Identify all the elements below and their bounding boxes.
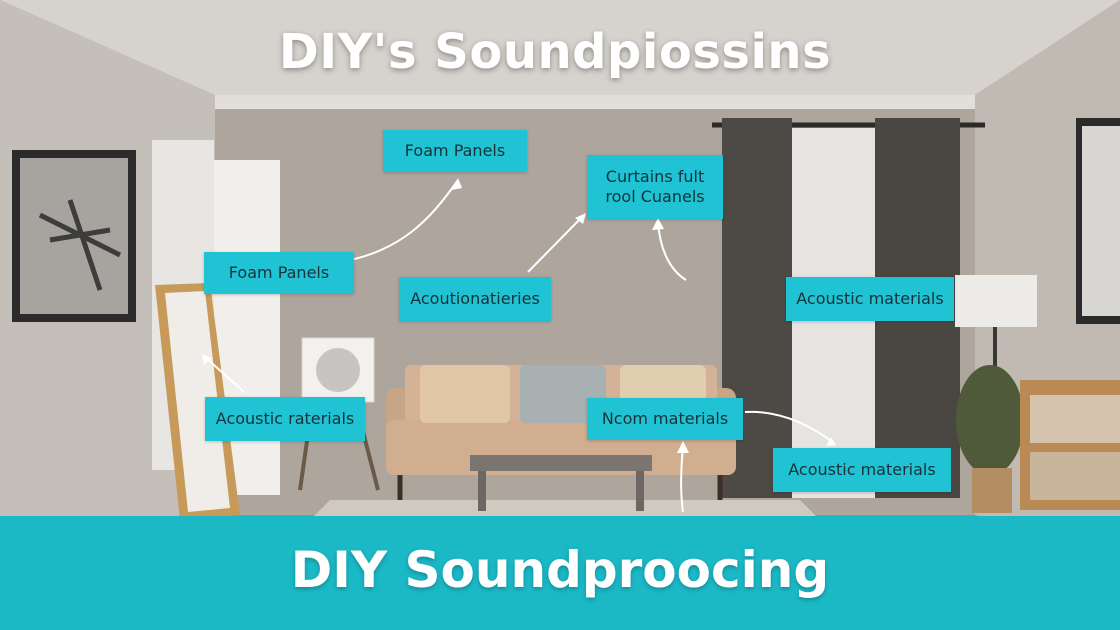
label-acoustic-bottom-right: Acoustic materials bbox=[773, 448, 951, 492]
right-painting-canvas bbox=[1082, 126, 1120, 316]
label-foam-panels-left: Foam Panels bbox=[204, 252, 354, 294]
arrowhead bbox=[452, 178, 462, 190]
arrow bbox=[657, 221, 687, 281]
arrow bbox=[203, 355, 245, 393]
arrowhead bbox=[677, 441, 689, 453]
label-acoustic-right: Acoustic materials bbox=[786, 277, 954, 321]
pillow bbox=[420, 365, 510, 423]
arrowhead bbox=[652, 218, 664, 230]
small-picture-art bbox=[316, 348, 360, 392]
pillow bbox=[520, 365, 606, 423]
arrow bbox=[527, 214, 585, 273]
shelf-compartment bbox=[1030, 452, 1120, 500]
arrow bbox=[744, 410, 835, 444]
lamp-shade bbox=[955, 275, 1037, 327]
arrowhead bbox=[202, 354, 212, 365]
shelf-compartment bbox=[1030, 395, 1120, 443]
bottom-banner bbox=[0, 516, 1120, 630]
arrowheads bbox=[202, 178, 836, 453]
label-foam-panels-top: Foam Panels bbox=[383, 130, 527, 172]
painting-art bbox=[38, 199, 122, 291]
arrows bbox=[203, 179, 835, 513]
leaning-frame-canvas bbox=[165, 291, 230, 512]
coffee-table-top bbox=[470, 455, 652, 471]
arrow bbox=[339, 179, 459, 263]
crown-molding bbox=[215, 95, 975, 109]
label-acoutionatieries: Acoutionatieries bbox=[399, 277, 551, 321]
plant-leaves bbox=[956, 365, 1024, 475]
arrowhead bbox=[575, 213, 586, 224]
ceiling bbox=[0, 0, 1120, 95]
plant-pot bbox=[972, 468, 1012, 513]
arrowhead bbox=[826, 437, 836, 446]
coffee-table-leg bbox=[636, 471, 644, 511]
label-ncom: Ncom materials bbox=[587, 398, 743, 440]
page-title: DIY's Soundpiossins bbox=[278, 24, 832, 80]
coffee-table-leg bbox=[478, 471, 486, 511]
rug bbox=[310, 500, 820, 520]
label-curtains: Curtains fult rool Cuanels bbox=[587, 155, 723, 219]
banner-title: DIY Soundproocing bbox=[290, 541, 830, 599]
label-acoustic-left: Acoustic raterials bbox=[205, 397, 365, 441]
